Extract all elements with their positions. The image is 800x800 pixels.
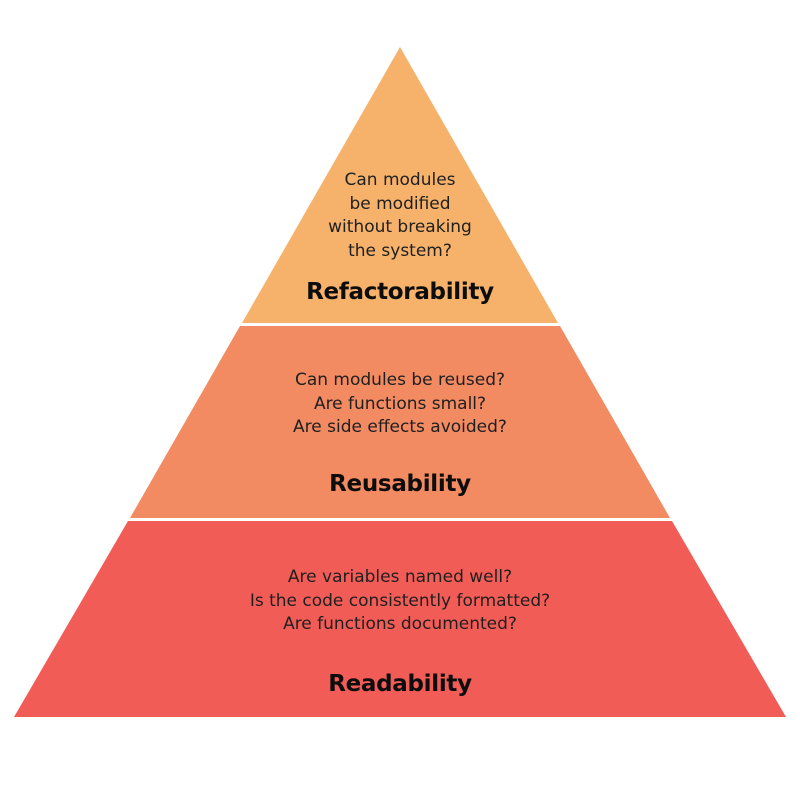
tier-bottom-question-line: Are functions documented? (283, 614, 517, 634)
tier-top-question-line: without breaking (328, 217, 472, 237)
tier-bottom-title: Readability (328, 671, 472, 697)
tier-middle-question-line: Are side effects avoided? (293, 417, 507, 437)
tier-top-questions: Can modules be modified without breaking… (0, 169, 800, 263)
tier-top-question-line: Can modules (344, 170, 456, 190)
tier-top-question-line: the system? (348, 240, 452, 261)
tier-middle-title: Reusability (329, 471, 471, 497)
tier-top-shape (242, 47, 558, 323)
tier-top-title: Refactorability (306, 279, 494, 305)
tier-middle-question-line: Are functions small? (313, 393, 487, 414)
tier-bottom-shape (14, 521, 786, 717)
tier-top-question-line: be modified (349, 193, 451, 214)
tier-middle-questions: Can modules be reused? Are functions sma… (0, 369, 800, 440)
tier-middle-shape (130, 326, 670, 518)
tier-bottom-question-line: Are variables named well? (287, 567, 513, 587)
tier-bottom-question-line: Is the code consistently formatted? (249, 590, 551, 611)
tier-bottom-questions: Are variables named well? Is the code co… (0, 566, 800, 637)
tier-middle-question-line: Can modules be reused? (294, 370, 506, 390)
